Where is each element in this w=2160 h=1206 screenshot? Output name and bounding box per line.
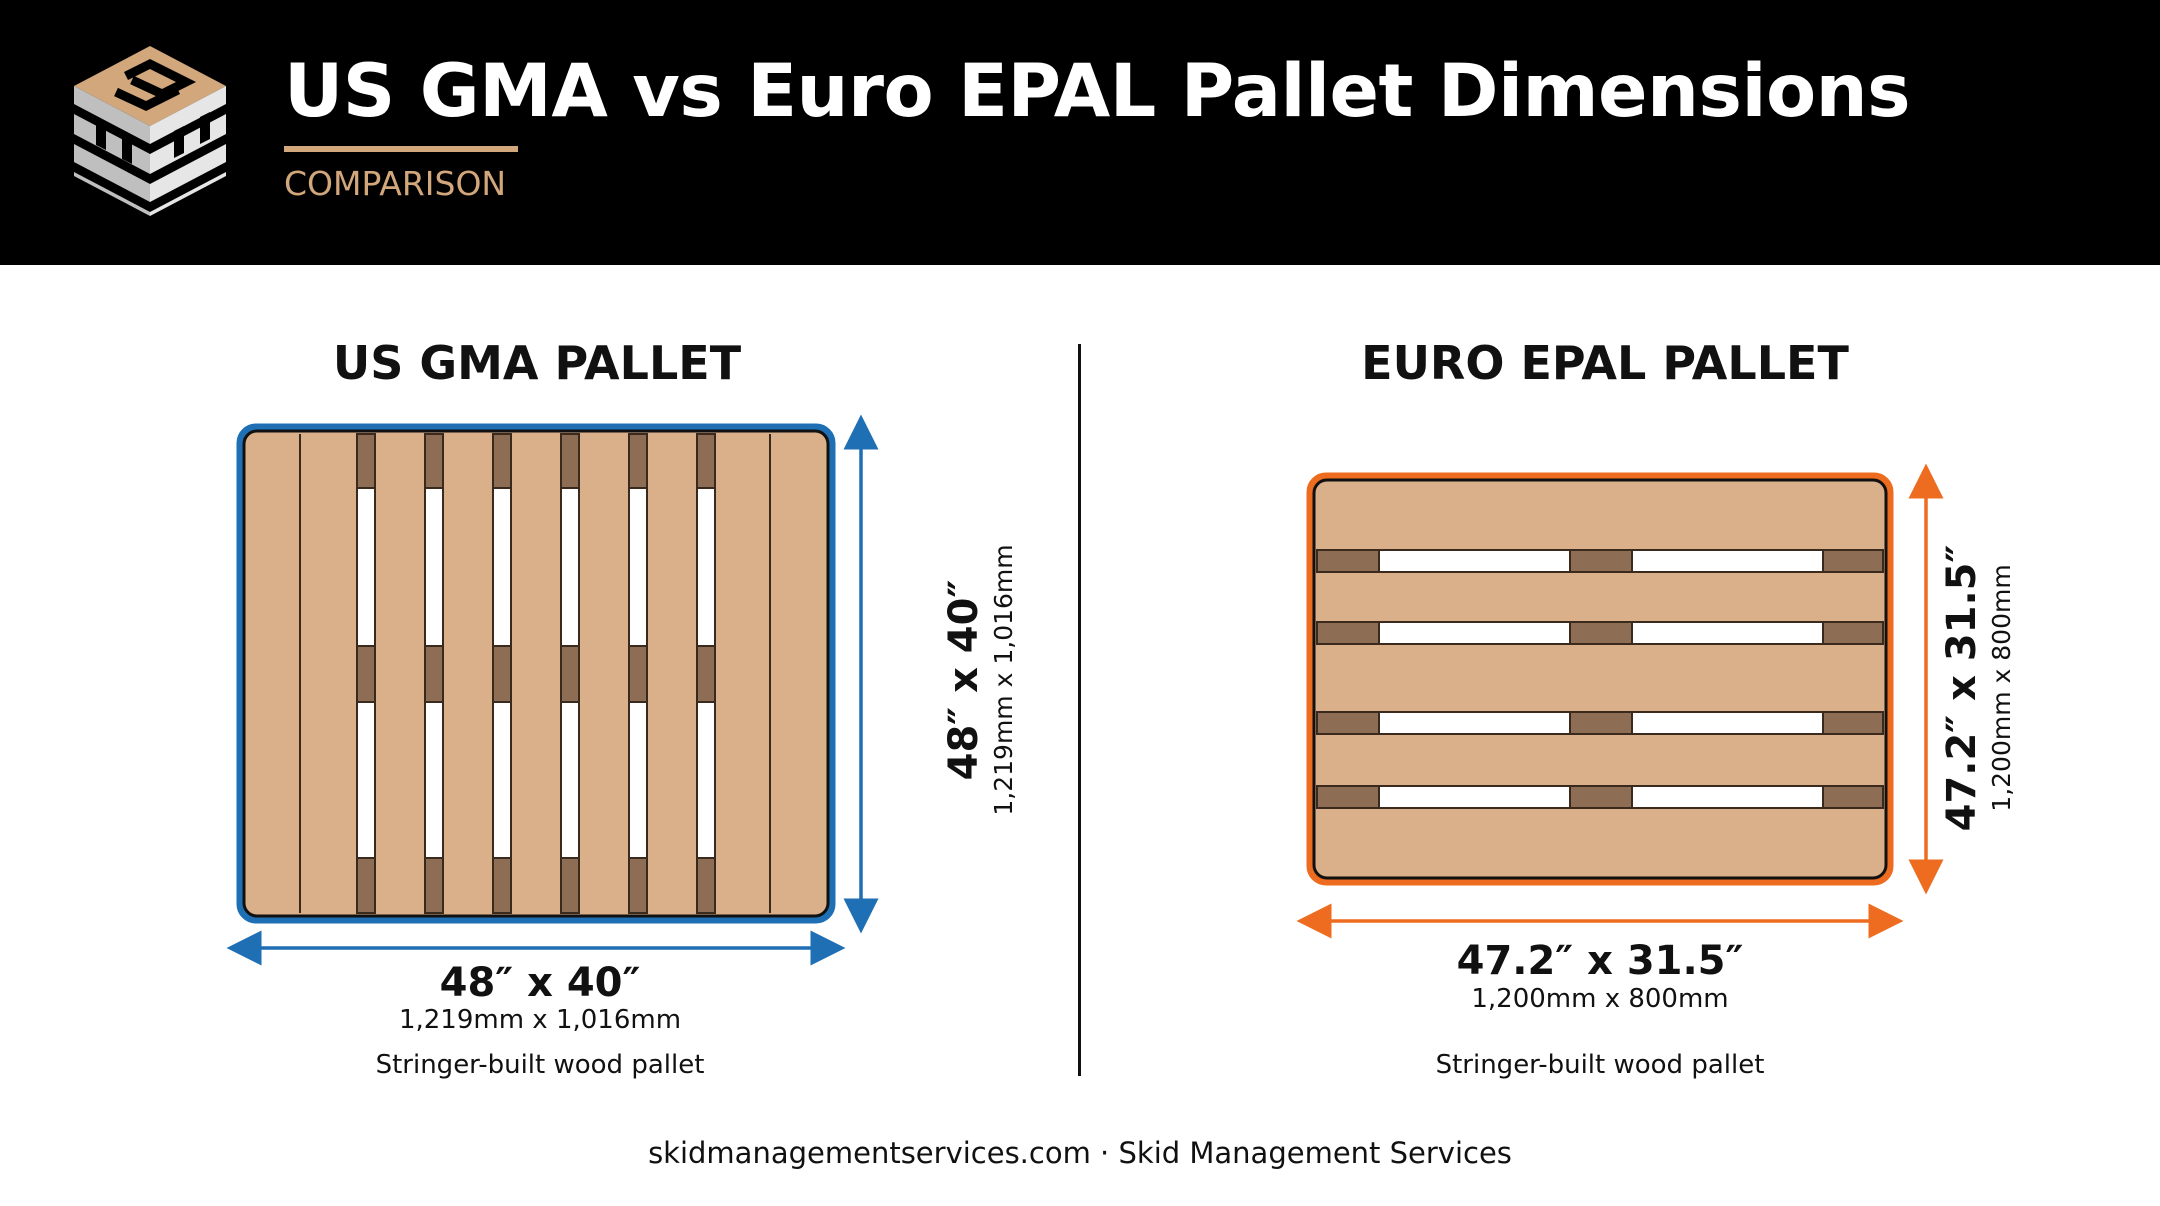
euro-width-label: 47.2″ x 31.5″	[1456, 938, 1744, 984]
us-height-metric: 1,219mm x 1,016mm	[989, 544, 1018, 816]
us-pallet-heading: US GMA PALLET	[332, 336, 742, 390]
footer-credit: skidmanagementservices.com · Skid Manage…	[648, 1136, 1512, 1170]
title-underline	[284, 146, 518, 152]
euro-height-label-group: 47.2″ x 31.5″ 1,200mm x 800mm	[1938, 498, 2018, 878]
us-width-label: 48″ x 40″	[439, 960, 641, 1006]
euro-pallet-caption: Stringer-built wood pallet	[1435, 1050, 1765, 1080]
us-gma-pallet-drawing	[226, 414, 879, 966]
euro-width-metric: 1,200mm x 800mm	[1471, 984, 1729, 1014]
header-bar: US GMA vs Euro EPAL Pallet Dimensions CO…	[0, 0, 2160, 265]
euro-height-metric: 1,200mm x 800mm	[1987, 564, 2016, 812]
us-height-label: 48″ x 40″	[941, 579, 987, 781]
us-pallet-caption: Stringer-built wood pallet	[375, 1050, 705, 1080]
euro-pallet-heading: EURO EPAL PALLET	[1361, 336, 1849, 390]
euro-epal-pallet-drawing	[1296, 463, 1944, 939]
us-width-metric: 1,219mm x 1,016mm	[398, 1005, 682, 1035]
page-subtitle: COMPARISON	[284, 164, 507, 203]
center-divider	[1078, 344, 1081, 1076]
page-title: US GMA vs Euro EPAL Pallet Dimensions	[284, 49, 1911, 134]
euro-height-label: 47.2″ x 31.5″	[1939, 544, 1985, 832]
us-height-label-group: 48″ x 40″ 1,219mm x 1,016mm	[940, 470, 1020, 890]
pallet-stack-logo-icon	[74, 46, 226, 216]
